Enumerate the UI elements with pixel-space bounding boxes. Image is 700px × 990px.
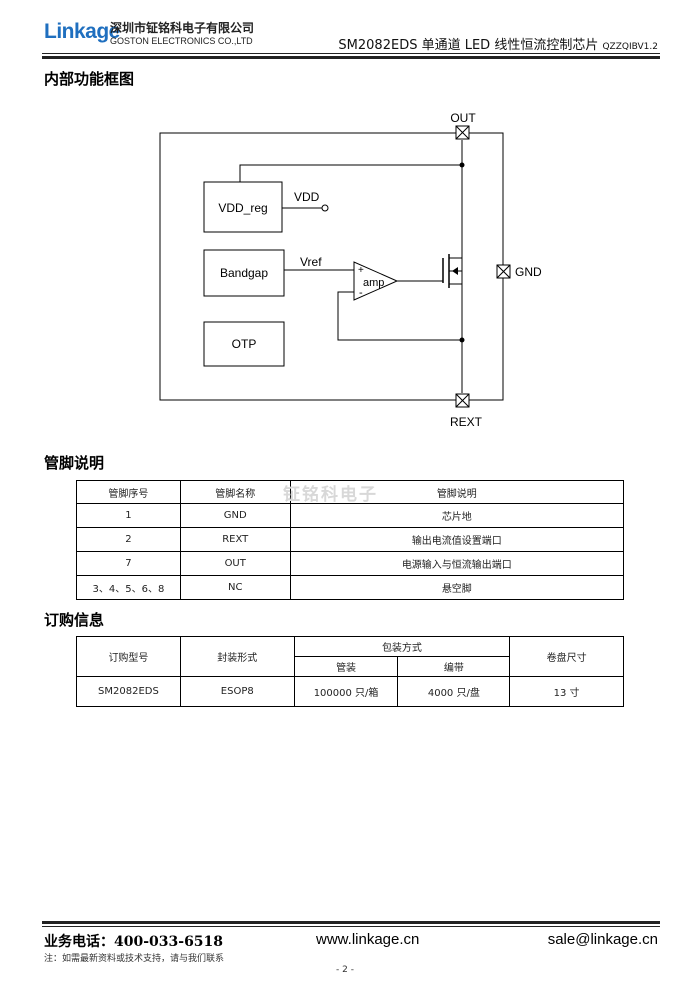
pin-number: 2 <box>76 527 181 552</box>
pin-number: 7 <box>76 551 181 576</box>
table-header-row: 管脚序号 管脚名称 管脚说明 <box>76 480 625 504</box>
vdd-reg-label: VDD_reg <box>218 201 267 215</box>
table-subheader-row: 管装 编带 <box>77 656 624 677</box>
pin-description-table: 管脚序号 管脚名称 管脚说明 1 GND 芯片地 2 REXT 输出电流值设置端… <box>76 480 625 600</box>
footer-phone: 业务电话：400-033-6518 <box>44 934 224 950</box>
table-row: 3、4、5、6、8 NC 悬空脚 <box>76 575 625 600</box>
header-cell: 包装方式 <box>293 636 511 657</box>
pin-description-heading: 管脚说明 <box>44 454 105 472</box>
pin-name: REXT <box>179 527 291 552</box>
pin-name: OUT <box>179 551 291 576</box>
internal-block-diagram: OUT REXT GND VDD_reg VDD Bandgap Vref OT… <box>159 111 542 429</box>
table-row: 2 REXT 输出电流值设置端口 <box>76 527 625 552</box>
amp-label: amp <box>363 277 384 289</box>
company-name-cn: 深圳市钲铭科电子有限公司 <box>110 21 255 35</box>
pin-number: 1 <box>76 503 181 528</box>
company-logo: Linkage <box>44 20 120 43</box>
header-cell: 订购型号 <box>76 636 181 677</box>
rext-pin-label: REXT <box>450 415 483 429</box>
vdd-reg-block <box>203 181 283 233</box>
gnd-pin-label: GND <box>515 265 542 279</box>
footer-divider <box>42 926 660 927</box>
order-tape: 4000 只/盘 <box>397 676 511 707</box>
amp-plus: + <box>358 265 364 276</box>
header-cell: 封装形式 <box>179 636 295 677</box>
otp-block <box>203 321 285 367</box>
document-title: SM2082EDS 单通道 LED 线性恒流控制芯片 QZZQIBV1.2 <box>338 34 658 53</box>
page-number: - 2 - <box>336 965 354 975</box>
amp-triangle <box>353 261 399 301</box>
order-tube: 100000 只/箱 <box>293 676 399 707</box>
footer-note: 注：如需最新资料或技术支持，请与我们联系 <box>44 954 225 964</box>
ordering-info-table: 订购型号 封装形式 包装方式 卷盘尺寸 管装 编带 SM2082EDS ESOP… <box>76 636 624 707</box>
company-name-en: GOSTON ELECTRONICS CO.,LTD <box>110 36 253 46</box>
document-title-text: SM2082EDS 单通道 LED 线性恒流控制芯片 <box>338 38 599 53</box>
header-cell: 编带 <box>397 656 511 677</box>
pin-number: 3、4、5、6、8 <box>76 575 181 600</box>
out-pin-label: OUT <box>450 111 476 125</box>
chip-outline <box>159 132 504 401</box>
document-version: QZZQIBV1.2 <box>602 42 658 52</box>
order-model: SM2082EDS <box>76 676 181 707</box>
order-reel: 13 寸 <box>509 676 624 707</box>
pin-name: GND <box>179 503 291 528</box>
pin-description: 芯片地 <box>289 503 625 528</box>
watermark: 钲铭科电子 <box>283 485 378 505</box>
table-header-row: 订购型号 封装形式 包装方式 卷盘尺寸 <box>76 636 624 677</box>
ordering-info-heading: 订购信息 <box>44 611 105 629</box>
block-diagram-heading: 内部功能框图 <box>44 70 135 88</box>
vref-label: Vref <box>300 255 322 269</box>
pin-description: 输出电流值设置端口 <box>289 527 625 552</box>
header-cell: 卷盘尺寸 <box>509 636 624 677</box>
table-row: 7 OUT 电源输入与恒流输出端口 <box>76 551 625 576</box>
header-cell: 管脚名称 <box>179 480 291 504</box>
table-row: 1 GND 芯片地 <box>76 503 625 528</box>
footer-divider-thick <box>42 921 660 924</box>
amp-minus: - <box>359 287 363 299</box>
footer-email-link[interactable]: sale@linkage.cn <box>547 931 658 948</box>
otp-label: OTP <box>232 337 257 351</box>
header-cell: 管装 <box>293 656 399 677</box>
pin-description: 电源输入与恒流输出端口 <box>289 551 625 576</box>
table-row: SM2082EDS ESOP8 100000 只/箱 4000 只/盘 13 寸 <box>76 676 624 707</box>
order-package: ESOP8 <box>179 676 295 707</box>
bandgap-block <box>203 249 285 297</box>
vdd-label: VDD <box>294 190 320 204</box>
bandgap-label: Bandgap <box>220 266 268 280</box>
pin-description: 悬空脚 <box>289 575 625 600</box>
header-divider-thick <box>42 56 660 59</box>
footer-website-link[interactable]: www.linkage.cn <box>316 931 420 948</box>
header-cell: 管脚序号 <box>76 480 181 504</box>
header-divider <box>42 53 660 54</box>
pin-name: NC <box>179 575 291 600</box>
